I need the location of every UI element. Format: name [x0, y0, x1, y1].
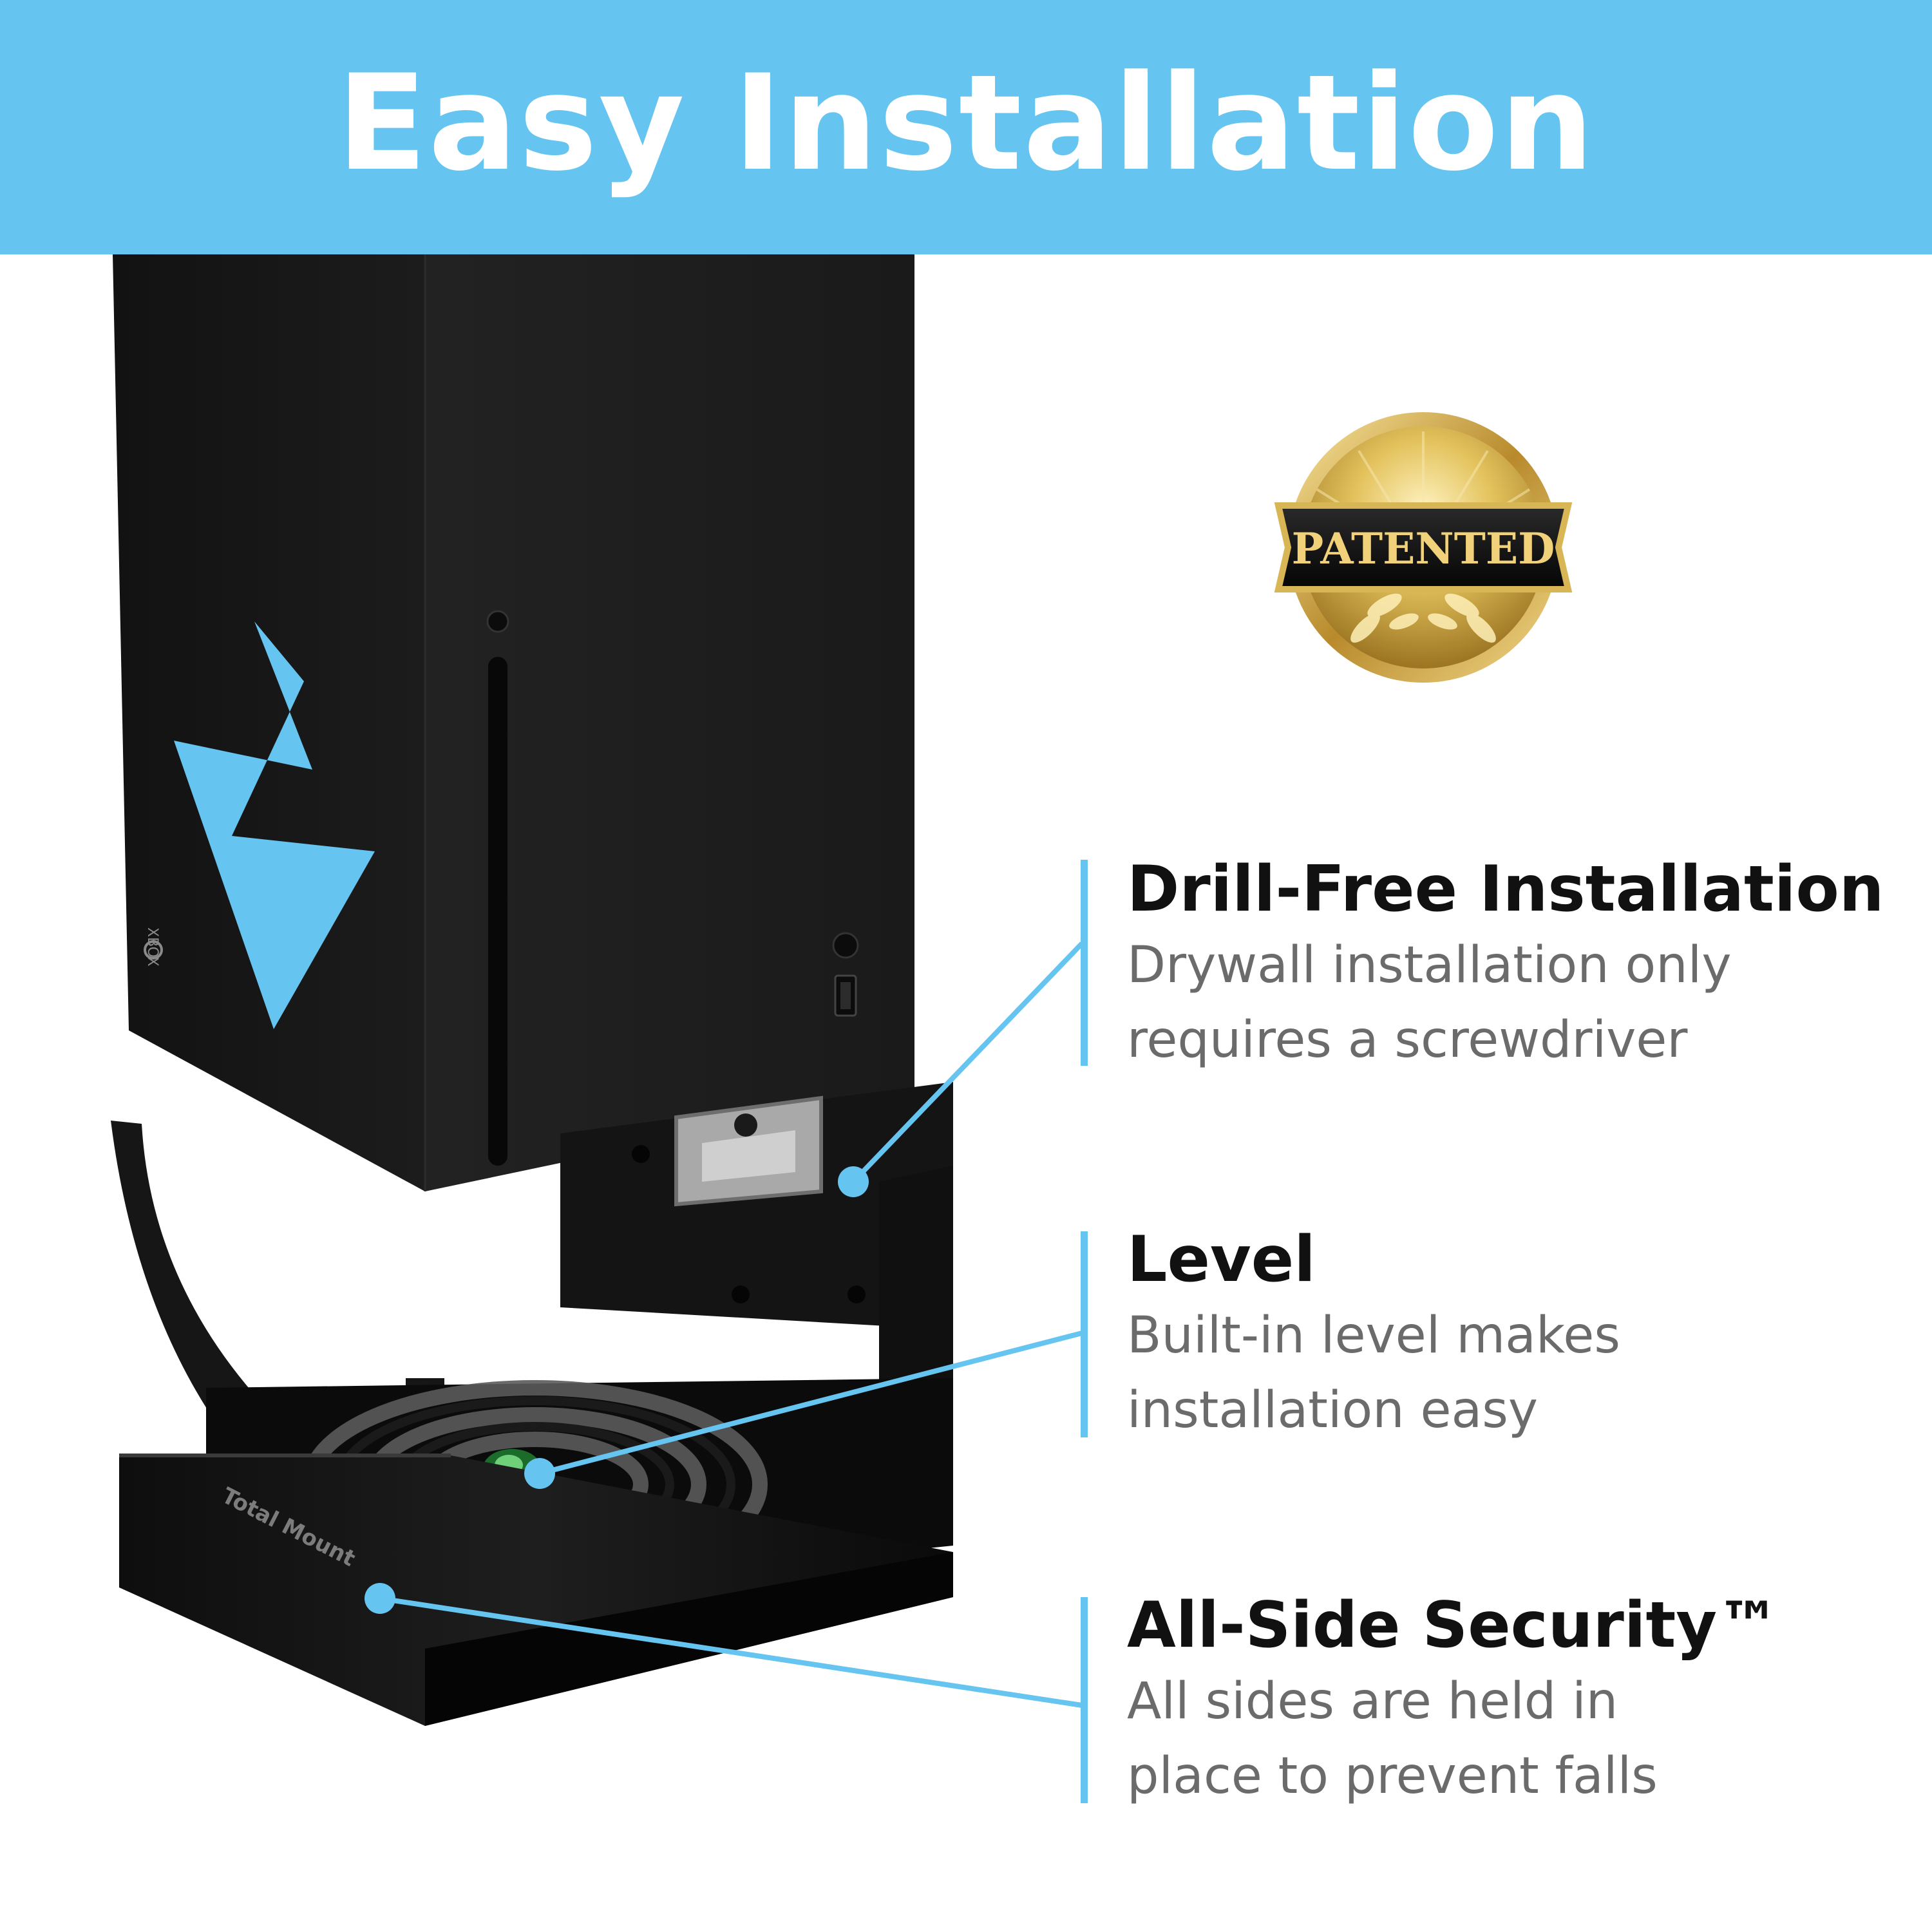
callout-lines — [365, 942, 1084, 1708]
console-brand-label: XBOX — [144, 927, 160, 967]
feature-divider — [1081, 860, 1088, 1066]
feature-title: Level — [1127, 1223, 1316, 1296]
feature-title: Drill-Free Installation — [1127, 853, 1884, 926]
feature-description: Built-in level makes installation easy — [1127, 1298, 1932, 1448]
feature-description: Drywall installation only requires a scr… — [1127, 928, 1932, 1077]
feature-level: Level Built-in level makes installation … — [1127, 1224, 1932, 1448]
feature-divider — [1081, 1231, 1088, 1437]
feature-all-side-security: All-Side Security™ All sides are held in… — [1127, 1589, 1932, 1814]
patented-label: PATENTED — [1292, 524, 1555, 574]
feature-description-line: Drywall installation only — [1127, 936, 1732, 994]
patented-seal — [1274, 412, 1573, 683]
feature-description: All sides are held in place to prevent f… — [1127, 1664, 1932, 1814]
feature-description-line: place to prevent falls — [1127, 1747, 1658, 1805]
feature-drill-free: Drill-Free Installation Drywall installa… — [1127, 853, 1932, 1077]
feature-description-line: Built-in level makes — [1127, 1307, 1620, 1365]
console — [113, 254, 914, 1191]
page-title: Easy Installation — [337, 46, 1595, 200]
feature-description-line: All sides are held in — [1127, 1672, 1618, 1730]
wall-mount — [111, 1082, 953, 1726]
feature-description-line: requires a screwdriver — [1127, 1011, 1688, 1069]
feature-title: All-Side Security™ — [1127, 1589, 1781, 1662]
header-banner: Easy Installation — [0, 0, 1932, 254]
arrow-down-shape — [174, 621, 375, 1029]
feature-description-line: installation easy — [1127, 1381, 1539, 1439]
feature-divider — [1081, 1597, 1088, 1803]
